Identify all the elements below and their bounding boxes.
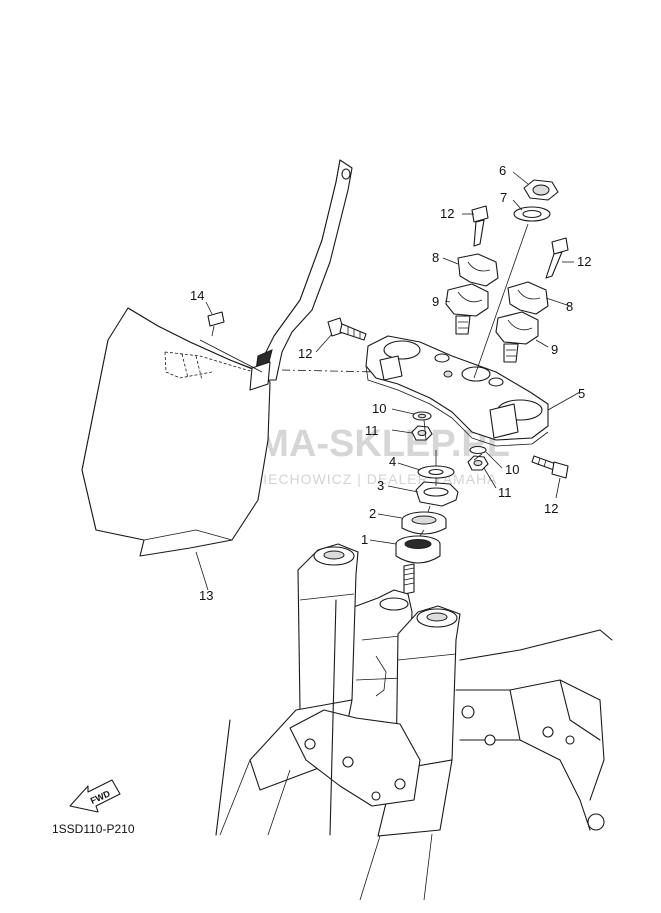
- handlebar-holder-upper-left-8: [457, 253, 499, 287]
- callout-5: 5: [578, 386, 585, 401]
- callout-6: 6: [499, 163, 506, 178]
- handlebar-holder-lower-left-9: [445, 283, 489, 335]
- callout-9-right: 9: [551, 342, 558, 357]
- callout-11-left: 11: [365, 423, 379, 438]
- callout-11-right: 11: [498, 485, 512, 500]
- fwd-arrow-icon: FWD: [69, 779, 121, 813]
- handlebar-holder-lower-right-9: [495, 311, 539, 363]
- callout-12-right-lower: 12: [544, 501, 558, 516]
- nut-6: [523, 179, 559, 201]
- callout-12-right-upper: 12: [577, 254, 591, 269]
- washer-10-right: [469, 445, 487, 455]
- nut-11-right: [467, 455, 489, 471]
- ring-nut-2: [401, 511, 447, 535]
- callout-1: 1: [361, 532, 368, 547]
- callout-4: 4: [389, 454, 396, 469]
- bolt-12-left: [327, 317, 367, 341]
- callout-8-right: 8: [566, 299, 573, 314]
- bolt-12-right-upper: [545, 237, 569, 279]
- ring-nut-3: [415, 481, 459, 507]
- bolt-12-right-lower: [531, 455, 569, 479]
- callout-13: 13: [199, 588, 213, 603]
- callout-3: 3: [377, 478, 384, 493]
- callout-10-right: 10: [505, 462, 519, 477]
- bolt-12-top: [471, 205, 489, 247]
- fork-and-frame: [215, 543, 613, 901]
- callouts: 6 7 12 8 9 12 8 9 5 12 10 11 4 3 2 1 10 …: [190, 163, 591, 603]
- washer-7: [513, 206, 551, 222]
- callout-12-left: 12: [298, 346, 312, 361]
- callout-8-left: 8: [432, 250, 439, 265]
- callout-7: 7: [500, 190, 507, 205]
- callout-2: 2: [369, 506, 376, 521]
- callout-12-top: 12: [440, 206, 454, 221]
- handlebar-holder-upper-right-8: [507, 281, 549, 315]
- washer-10-left: [412, 411, 432, 421]
- callout-14: 14: [190, 288, 204, 303]
- callout-10-left: 10: [372, 401, 386, 416]
- callout-9-left: 9: [432, 294, 439, 309]
- washer-4: [417, 465, 455, 479]
- bearing-1: [395, 535, 441, 564]
- upper-bracket-5: [365, 335, 549, 447]
- leader-lines: [195, 171, 581, 591]
- number-plate-13: [81, 159, 353, 557]
- bolt-14: [207, 311, 225, 337]
- diagram-code: 1SSD110-P210: [52, 822, 135, 836]
- nut-11-left: [411, 425, 433, 441]
